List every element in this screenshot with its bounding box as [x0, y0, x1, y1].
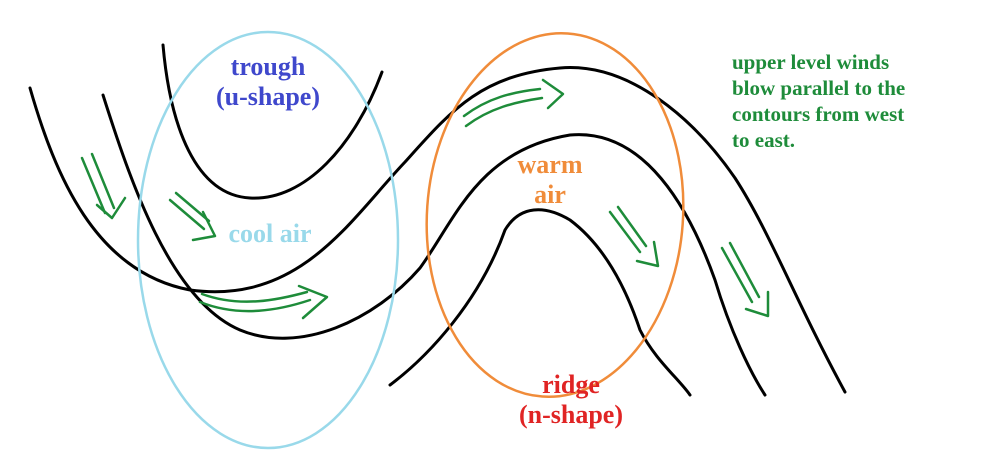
warm-air-ellipse — [425, 31, 685, 399]
cool-air-label-text: cool air — [228, 219, 312, 248]
trough-label-line1: trough — [230, 52, 306, 81]
trough-label-line2: (u-shape) — [215, 82, 320, 111]
warm-air-label-line1: warm — [517, 150, 583, 179]
wind-note-line2: blow parallel to the — [732, 76, 906, 100]
wind-note-line3: contours from west — [732, 102, 905, 126]
contour-line-middle — [101, 93, 767, 397]
wind-arrow-2 — [168, 191, 217, 242]
wind-note-line4: to east. — [732, 128, 795, 152]
warm-air-label-line2: air — [534, 180, 566, 209]
cool-air-ellipse — [136, 30, 400, 450]
cool-air-label: cool air — [205, 219, 335, 249]
wind-arrow-3 — [198, 284, 329, 320]
contour-line-inner — [388, 208, 692, 397]
ridge-label: ridge (n-shape) — [496, 370, 646, 430]
wind-arrow-6 — [720, 241, 770, 318]
wind-arrow-4 — [462, 78, 565, 128]
wind-arrow-1 — [80, 152, 127, 220]
ridge-label-line1: ridge — [542, 370, 600, 399]
trough-label: trough (u-shape) — [198, 52, 338, 112]
contour-line-upper-left — [161, 43, 384, 200]
warm-air-label: warm air — [495, 150, 605, 210]
ridge-label-line2: (n-shape) — [518, 400, 623, 429]
wind-note-line1: upper level winds — [732, 50, 890, 74]
wind-note: upper level winds blow parallel to the c… — [732, 49, 905, 153]
wind-arrow-5 — [608, 205, 660, 268]
